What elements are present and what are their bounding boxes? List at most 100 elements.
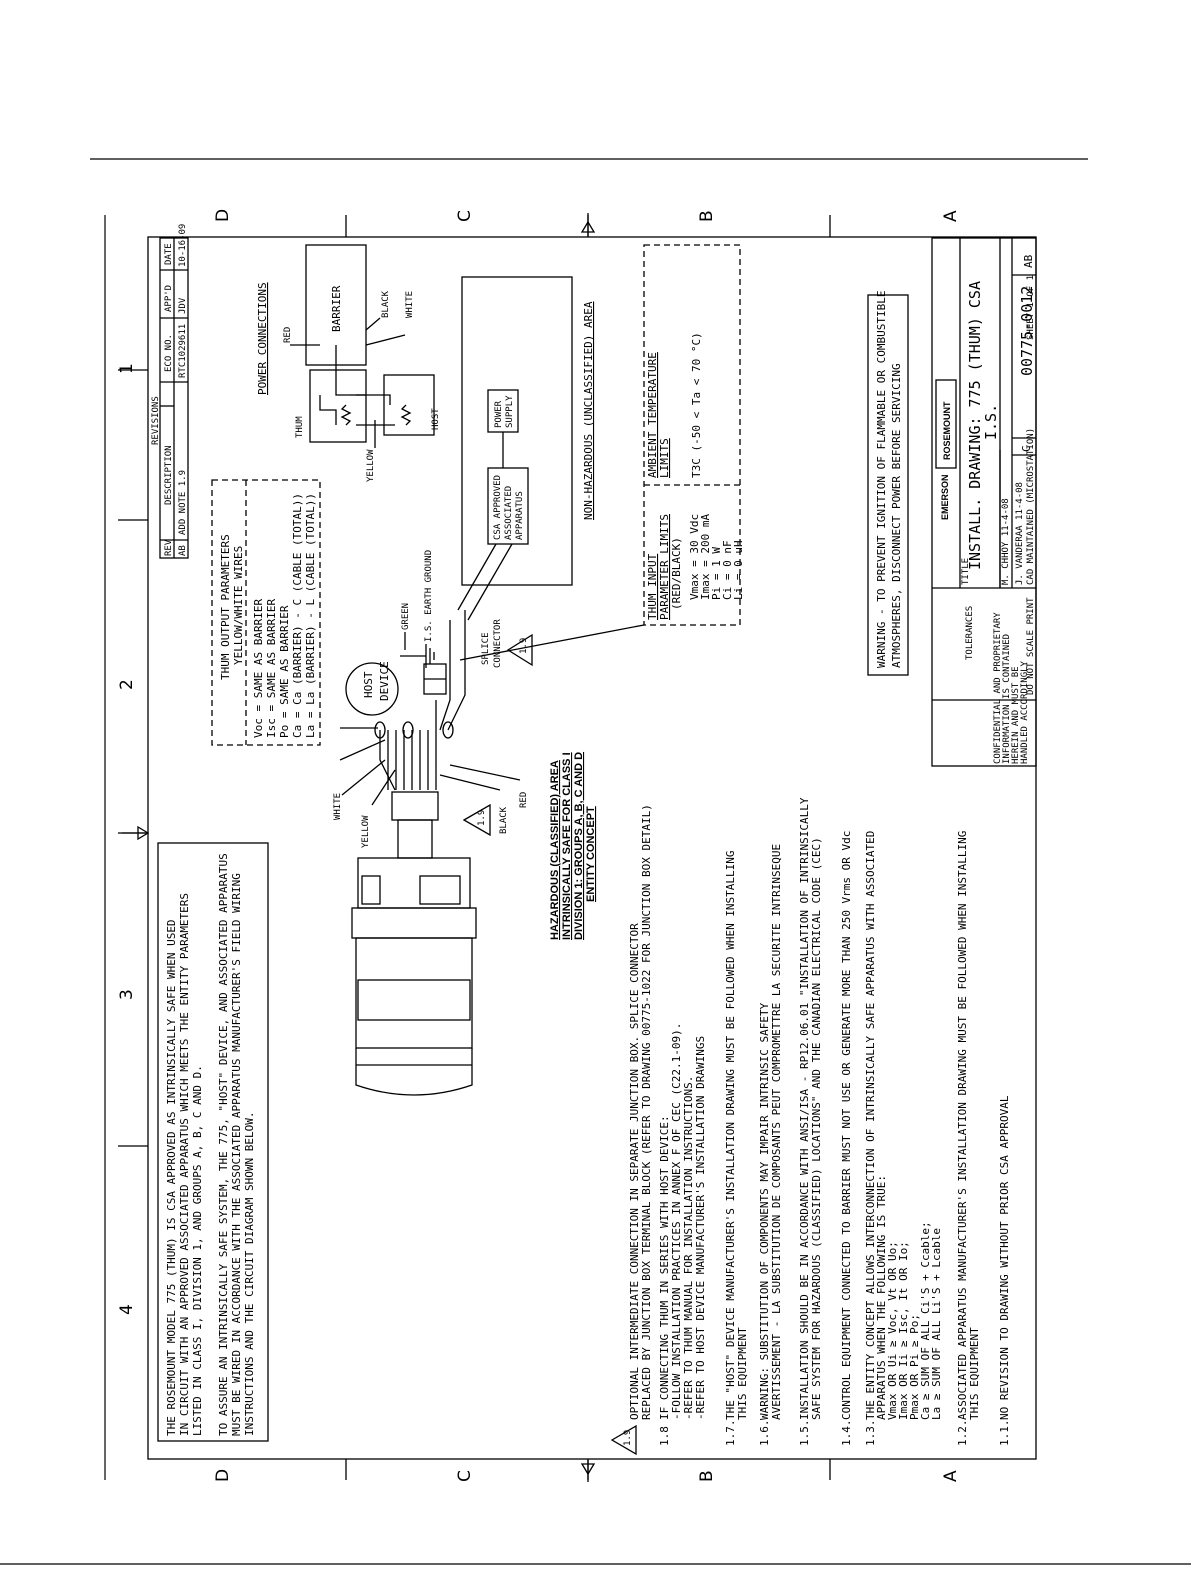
note-flag-label: 1.9 [519, 638, 529, 654]
rev-header-description: DESCRIPTION [164, 445, 174, 505]
rev-header-eco: ECO NO. [164, 334, 174, 372]
note-line: SAFE SYSTEM FOR HAZARDOUS (CLASSIFIED) L… [810, 837, 823, 1420]
confidential-line: HEREIN AND MUST BE [1011, 666, 1021, 764]
csa-apparatus-box [487, 467, 529, 545]
resistor-thum [340, 404, 352, 426]
top-note-line: LISTED IN CLASS I, DIVISION 1, AND GROUP… [191, 1065, 204, 1436]
wiring-diagram: HOST DEVICE I.S. EARTH GROUND GREEN SPLI… [333, 550, 533, 848]
note-line: AVERTISSEMENT - LA SUBSTITUTION DE COMPO… [770, 844, 783, 1420]
note-line: CONTROL EQUIPMENT CONNECTED TO BARRIER M… [840, 831, 853, 1420]
note-line: NO REVISION TO DRAWING WITHOUT PRIOR CSA… [998, 1095, 1011, 1420]
top-note-box: THE ROSEMOUNT MODEL 775 (THUM) IS CSA AP… [157, 842, 269, 1442]
drawing-rev: AB [1022, 254, 1035, 268]
note-flag-triangle-2 [462, 803, 491, 837]
note-number: 1.6. [758, 1420, 771, 1447]
output-params-subtitle: YELLOW/WHITE WIRES [232, 546, 245, 665]
output-param-line: Isc = SAME AS BARRIER [265, 599, 278, 738]
revisions-block: REVISIONS REV DESCRIPTION ECO NO. APP'D … [151, 224, 189, 559]
zone-label-d-top: D [213, 209, 233, 222]
checked-by: J. VANDERAA 11-4-08 [1015, 482, 1025, 585]
output-params-title: THUM OUTPUT PARAMETERS [219, 534, 232, 680]
barrier-label: BARRIER [330, 285, 343, 332]
note-line: REPLACED BY JUNCTION BOX TERMINAL BLOCK … [640, 804, 653, 1420]
zone-label-b-top: B [697, 210, 717, 222]
note-line: THIS EQUIPMENT [736, 1327, 749, 1420]
note-line: INSTALLATION SHOULD BE IN ACCORDANCE WIT… [798, 797, 811, 1420]
confidential-line: HANDLED ACCORDINGLY [1020, 660, 1030, 764]
input-params-title-2: PARAMETER LIMITS [658, 514, 671, 620]
revisions-title: REVISIONS [151, 396, 161, 445]
zone-label-3: 3 [117, 989, 137, 1000]
host-label: HOST [431, 408, 441, 430]
note-number: 1.9 [623, 1430, 633, 1446]
rev-row-appd: JDV [178, 297, 188, 314]
zone-label-d-bottom: D [213, 1469, 233, 1482]
note-line: -REFER TO THUM MANUAL FOR INSTALLATION I… [682, 1076, 695, 1420]
csa-apparatus-line: APPARATUS [515, 491, 525, 540]
csa-apparatus-line: CSA APPROVED [493, 475, 503, 540]
resistor-host [400, 404, 412, 426]
input-param-line: Li = 0 uH [732, 540, 745, 600]
cad-note: CAD MAINTAINED (MICROSTATION) [1026, 428, 1036, 585]
wire-black-label: BLACK [499, 806, 509, 834]
title-label: TITLE [961, 558, 971, 585]
emerson-logo-text: EMERSON [940, 474, 950, 520]
note-number: 1.8 [658, 1426, 671, 1446]
zone-label-b-bottom: B [697, 1470, 717, 1482]
drawing-title: INSTALL. DRAWING: 775 (THUM) CSA [966, 281, 984, 570]
non-hazardous-area: CSA APPROVED ASSOCIATED APPARATUS POWER … [457, 276, 595, 621]
note-1-9-flag [610, 1424, 637, 1456]
title-block: ROSEMOUNT EMERSON TITLE INSTALL. DRAWING… [931, 237, 1037, 767]
rev-header-appd: APP'D [164, 285, 174, 312]
zone-label-c-top: C [455, 210, 475, 222]
do-not-scale: DO NOT SCALE PRINT [1026, 597, 1036, 695]
input-param-line: Imax = 200 mA [699, 514, 712, 600]
input-parameters-box: THUM INPUT PARAMETER LIMITS (RED/BLACK) … [459, 244, 745, 661]
note-line: OPTIONAL INTERMEDIATE CONNECTION IN SEPA… [628, 923, 641, 1420]
note-line: Ca ≥ SUM OF ALL Ci'S + Ccable; [919, 1221, 932, 1420]
zone-label-2: 2 [117, 679, 137, 690]
output-param-line: Po = SAME AS BARRIER [278, 605, 291, 738]
top-note-line: THE ROSEMOUNT MODEL 775 (THUM) IS CSA AP… [165, 919, 178, 1436]
top-note-line: INSTRUCTIONS AND THE CIRCUIT DIAGRAM SHO… [243, 1111, 256, 1436]
rosemount-logo [935, 379, 957, 469]
connector-label: CONNECTOR [493, 619, 503, 668]
note-line: Vmax OR Ui ≥ Voc, Vt OR Uo; [886, 1241, 899, 1420]
top-note-lines: THE ROSEMOUNT MODEL 775 (THUM) IS CSA AP… [165, 853, 256, 1436]
power-supply-line: POWER [494, 400, 504, 428]
black-label: BLACK [381, 290, 391, 318]
earth-ground-label: I.S. EARTH GROUND [424, 550, 434, 642]
top-note-line: TO ASSURE AN INTRINSICALLY SAFE SYSTEM, … [217, 853, 230, 1436]
rev-row-eco: RTC1029611 [178, 324, 188, 378]
top-note-line: IN CIRCUIT WITH AN APPROVED ASSOCIATED A… [178, 893, 191, 1436]
sheet-number: SHEET 1 OF 1 [1026, 275, 1036, 340]
hazardous-line: DIVISION 1: GROUPS A, B, C AND D [573, 752, 585, 940]
rev-row-rev: AB [178, 545, 188, 556]
warning-line: WARNING - TO PREVENT IGNITION OF FLAMMAB… [875, 291, 888, 669]
thum-label: THUM [295, 416, 305, 438]
output-param-line: Voc = SAME AS BARRIER [252, 599, 265, 738]
note-line: WARNING: SUBSTITUTION OF COMPONENTS MAY … [758, 1002, 771, 1420]
note-line: -FOLLOW INSTALLATION PRACTICES IN ANNEX … [670, 1023, 683, 1420]
note-line: La ≥ SUM OF ALL Li'S + Lcable [930, 1228, 943, 1420]
thum-device-illustration [351, 791, 477, 1096]
white-label: WHITE [405, 291, 415, 318]
power-connections-diagram: POWER CONNECTIONS BARRIER THUM HOST RED … [256, 244, 441, 482]
confidential-line: CONFIDENTIAL AND PROPRIETARY [993, 612, 1003, 764]
warning-box: WARNING - TO PREVENT IGNITION OF FLAMMAB… [867, 291, 909, 676]
hazardous-line: ENTITY CONCEPT [585, 806, 597, 902]
notes-list: 1.9 OPTIONAL INTERMEDIATE CONNECTION IN … [610, 797, 1011, 1456]
note-flag-label-2: 1.9 [477, 810, 487, 826]
tolerances-label: TOLERANCES [965, 606, 975, 660]
non-hazardous-label: NON-HAZARDOUS (UNCLASSIFIED) AREA [582, 301, 595, 520]
drawing-size: C [1020, 445, 1033, 452]
csa-apparatus-line: ASSOCIATED [504, 486, 514, 540]
note-line: THE "HOST" DEVICE MANUFACTURER'S INSTALL… [724, 850, 737, 1420]
top-note-line: MUST BE WIRED IN ACCORDANCE WITH THE ASS… [230, 873, 243, 1436]
host-device-circle [345, 662, 399, 716]
note-number: 1.5. [798, 1420, 811, 1447]
rev-row-date: 10-16-09 [178, 224, 188, 267]
thum-box [309, 369, 367, 443]
wire-yellow-label: YELLOW [361, 815, 371, 848]
